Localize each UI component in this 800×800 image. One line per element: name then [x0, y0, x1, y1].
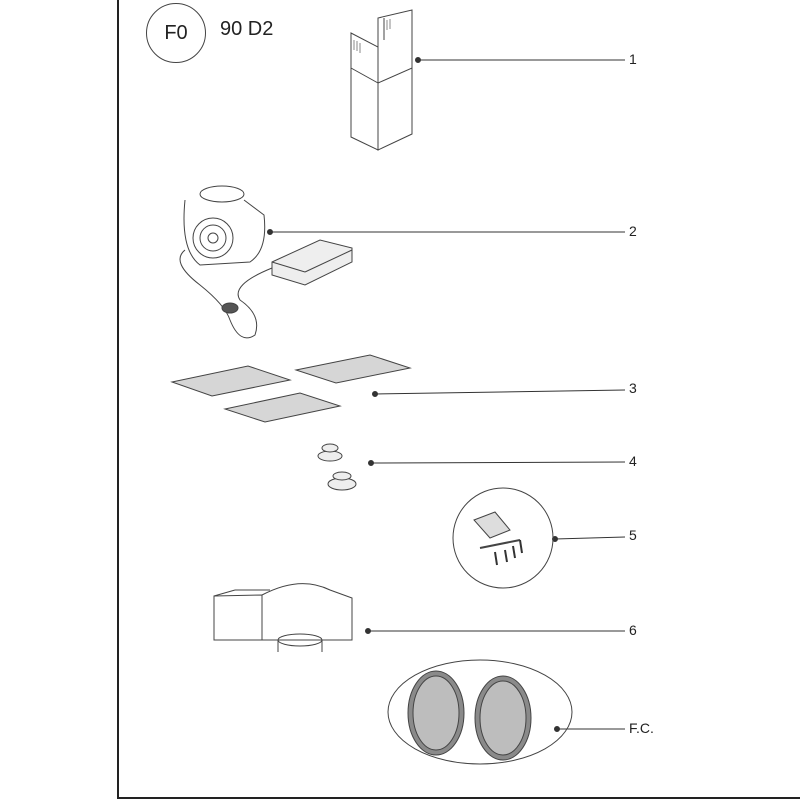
grease-filters-icon: [170, 354, 412, 423]
part-label-fc: F.C.: [629, 720, 654, 736]
part-label-4: 4: [629, 453, 637, 469]
model-name: 90 D2: [220, 18, 274, 40]
code-badge: F0: [146, 3, 206, 63]
page-frame: [117, 0, 800, 799]
knobs-icon: [317, 443, 357, 491]
part-label-2: 2: [629, 223, 637, 239]
part-label-1: 1: [629, 51, 637, 67]
charcoal-filters-icon: [387, 659, 573, 765]
motor-blower-icon: [179, 185, 353, 339]
code-text: F0: [164, 21, 188, 44]
air-deflector-icon: [213, 583, 353, 652]
part-label-6: 6: [629, 622, 637, 638]
chimney-icon: [350, 9, 413, 151]
hardware-kit-icon: [452, 487, 554, 589]
part-label-5: 5: [629, 527, 637, 543]
leader-lines: [267, 57, 626, 732]
part-label-3: 3: [629, 380, 637, 396]
